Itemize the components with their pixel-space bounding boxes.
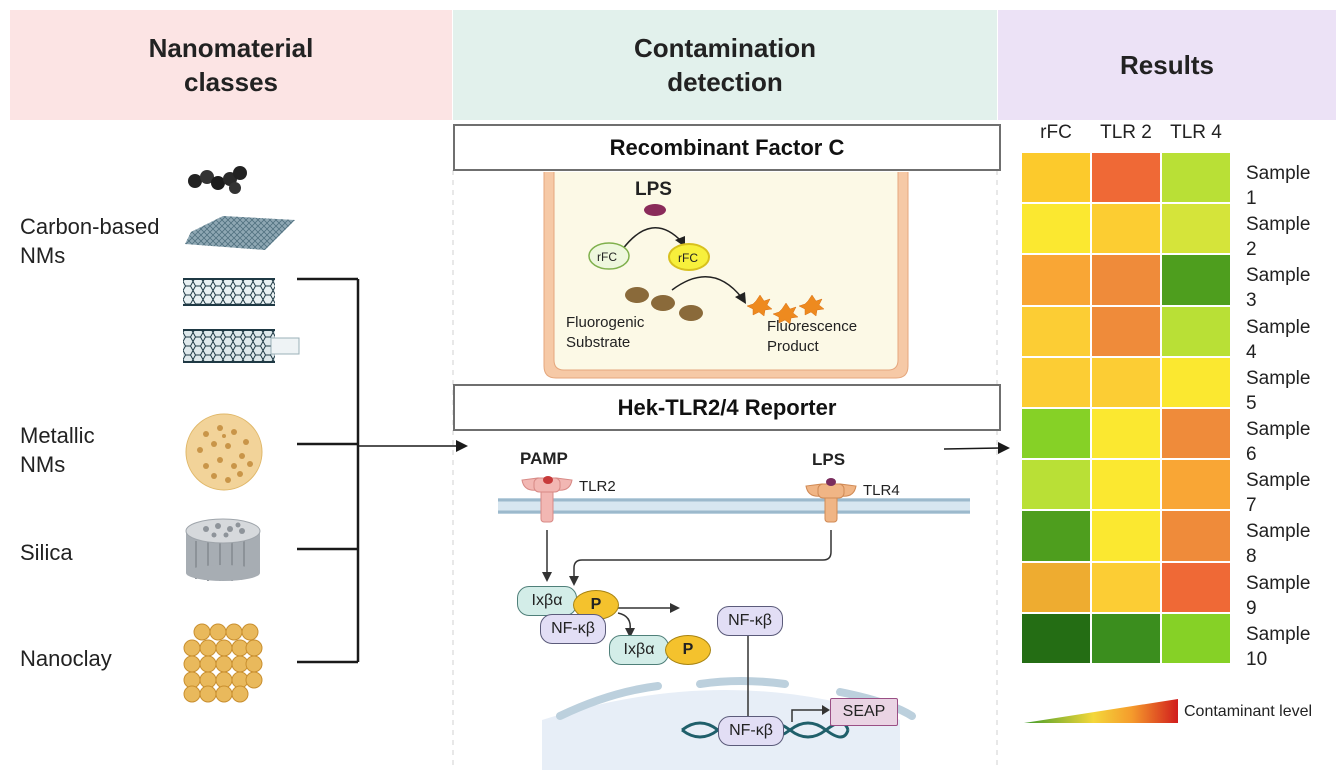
heatmap-cell [1021,459,1091,511]
ixba-bound: Ixβα [517,586,577,616]
heatmap-cell [1161,612,1231,664]
heatmap-cell [1161,356,1231,408]
nfkb-nuclear: NF-κβ [718,716,784,746]
contaminant-level-legend-bar [1024,699,1178,723]
heatmap-cell [1091,305,1161,357]
col-header-rfc: rFC [1040,122,1072,143]
sample-label: Sample 9 [1246,572,1311,619]
sample-label: Sample 2 [1246,214,1311,261]
tlr4-label: TLR4 [863,482,900,499]
heatmap-cell [1021,254,1091,306]
tlr-lps-label: LPS [812,450,846,469]
seap-reporter: SEAP [830,698,898,726]
heatmap-cell [1021,203,1091,255]
heatmap-cell [1161,561,1231,613]
rfc-well [543,172,909,379]
header-contamination-detection: Contamination detection [453,10,997,120]
fullerene-cluster-icon [188,166,247,194]
sample-label: Sample 3 [1246,265,1311,312]
rfc-lps-label: LPS [635,179,672,200]
graphene-sheet-icon [185,216,295,250]
ixba-released: Ixβα [609,635,669,665]
multiwall-nanotube-icon [183,329,300,363]
sample-label: Sample 6 [1246,419,1311,465]
carbon-based-label: Carbon-based NMs [20,214,160,268]
tlr-panel-title: Hek-TLR2/4 Reporter [453,384,1001,431]
heatmap-cell [1091,408,1161,460]
heatmap-cell [1161,459,1231,511]
rfc-inactive-label: rFC [597,250,617,264]
heatmap-cell [1091,459,1161,511]
nfkb-free: NF-κβ [717,606,783,636]
heatmap-cell [1091,510,1161,562]
silica-mesoporous-icon [185,518,261,581]
heatmap-cell [1021,408,1091,460]
phospho-released: P [665,635,711,665]
heatmap-cell [1091,203,1161,255]
heatmap-cell [1161,305,1231,357]
heatmap-cell [1021,305,1091,357]
fluorescence-product-label: Fluorescence Product [767,318,858,355]
tlr2-label: TLR2 [579,478,616,495]
rfc-panel-title: Recombinant Factor C [453,124,1001,171]
heatmap-cell [1021,561,1091,613]
heatmap-cell [1161,152,1231,204]
metallic-label: Metallic NMs [20,423,95,477]
heatmap-cell [1161,408,1231,460]
legend-label: Contaminant level [1184,703,1313,720]
rfc-active-label: rFC [678,251,698,265]
header-results: Results [998,10,1336,120]
fluorogenic-substrate-label: Fluorogenic Substrate [566,314,645,351]
heatmap-cell [1021,612,1091,664]
nanoclay-label: Nanoclay [20,646,112,671]
carbon-nanotube-icon [183,278,275,306]
sample-label: Sample 7 [1246,470,1311,517]
col-header-tlr4: TLR 4 [1170,122,1222,143]
heatmap-cell [1091,356,1161,408]
sample-label: Sample 4 [1246,316,1311,363]
nanoclay-cube-icon [183,623,263,703]
metallic-nanoparticle-icon [185,413,263,491]
heatmap-cell [1021,510,1091,562]
heatmap-cell [1021,152,1091,204]
sample-label: Sample 10 [1246,623,1311,670]
heatmap-cell [1091,152,1161,204]
heatmap-cell [1091,254,1161,306]
sample-label: Sample 1 [1246,163,1311,209]
heatmap-cell [1161,510,1231,562]
heatmap-cell [1021,356,1091,408]
nfkb-bound: NF-κβ [540,614,606,644]
pamp-label: PAMP [520,449,568,468]
silica-label: Silica [20,540,73,565]
header-nanomaterial-classes: Nanomaterial classes [10,10,452,120]
col-header-tlr2: TLR 2 [1100,122,1152,143]
heatmap-cell [1161,203,1231,255]
heatmap-cell [1091,612,1161,664]
heatmap-cell [1091,561,1161,613]
sample-label: Sample 8 [1246,521,1311,568]
heatmap-cell [1161,254,1231,306]
sample-label: Sample 5 [1246,367,1311,414]
